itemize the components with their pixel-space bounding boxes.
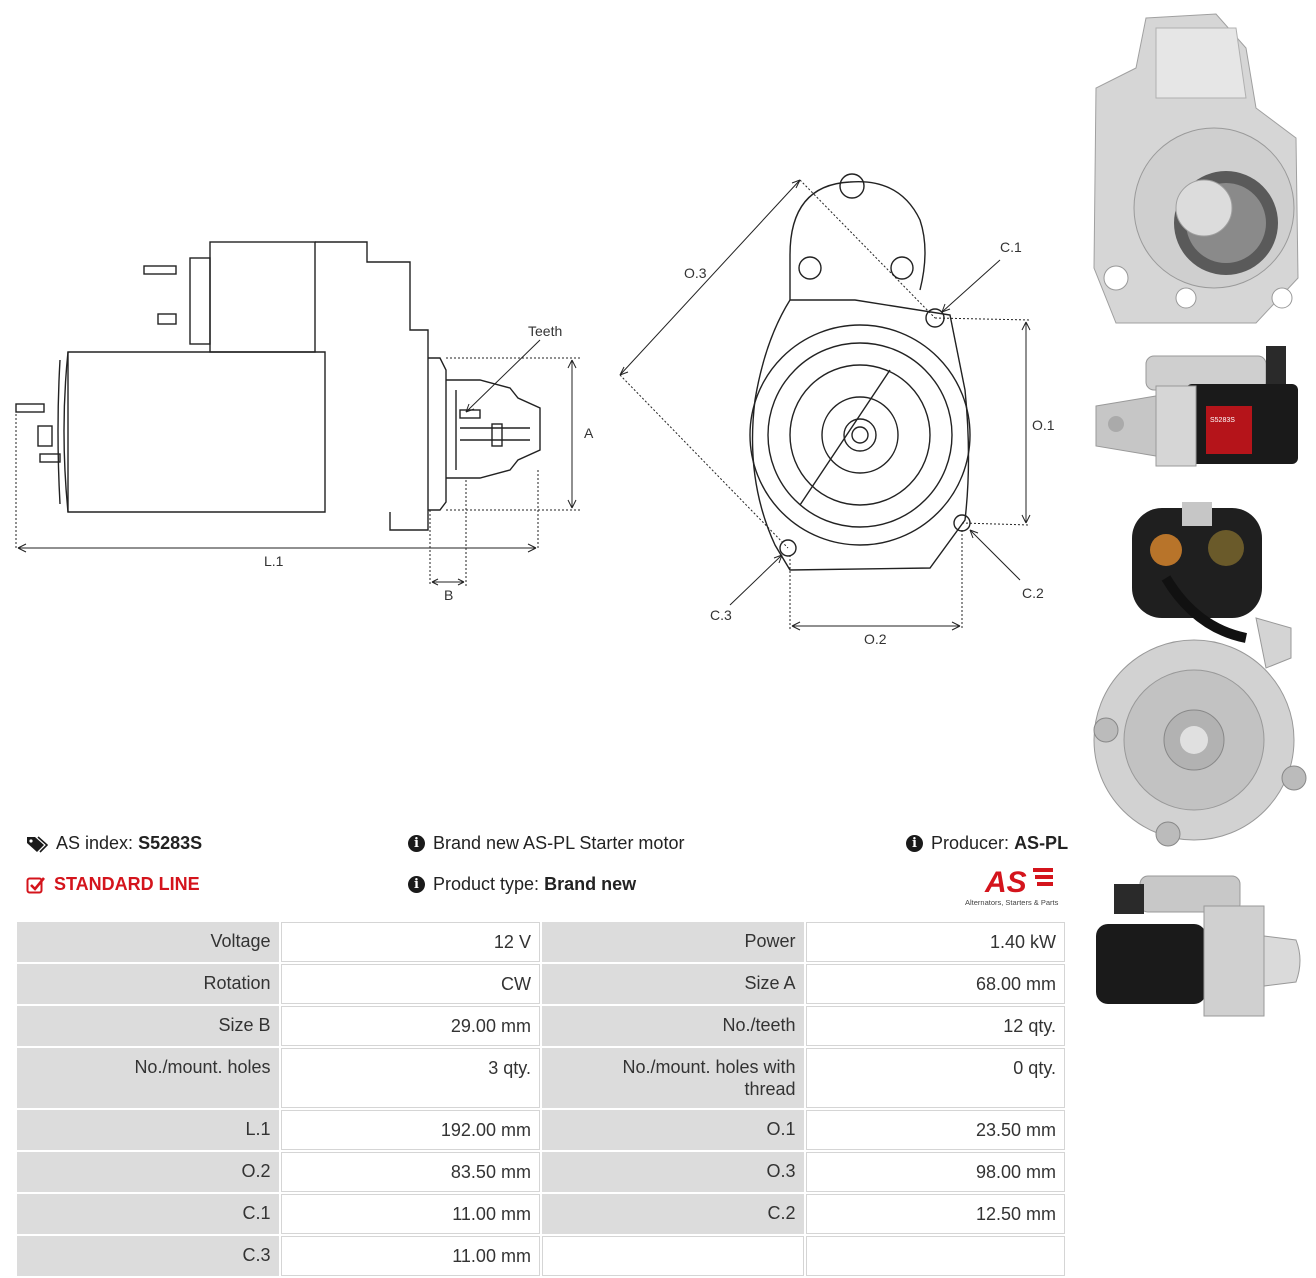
spec-value: 12 V <box>280 922 540 962</box>
table-row: C.1 11.00 mm C.2 12.50 mm <box>17 1194 1065 1234</box>
as-pl-logo: AS Alternators, Starters & Parts <box>965 866 1059 907</box>
spec-value: 12 qty. <box>805 1006 1065 1046</box>
spec-label: C.1 <box>17 1194 279 1234</box>
label-o2: O.2 <box>864 631 887 647</box>
front-view-drawing: O.3 C.1 O.1 C.2 C.3 O.2 <box>619 173 1055 647</box>
spec-label: No./mount. holes <box>17 1048 279 1108</box>
spec-value: 1.40 kW <box>805 922 1065 962</box>
spec-value: 12.50 mm <box>805 1194 1065 1234</box>
spec-label: Rotation <box>17 964 279 1004</box>
table-row: L.1 192.00 mm O.1 23.50 mm <box>17 1110 1065 1150</box>
table-row: O.2 83.50 mm O.3 98.00 mm <box>17 1152 1065 1192</box>
producer-label: Producer: <box>931 833 1010 853</box>
product-type-value: Brand new <box>544 874 637 894</box>
spec-value: 83.50 mm <box>280 1152 540 1192</box>
as-index-value: S5283S <box>138 833 203 853</box>
spec-label: No./mount. holes with thread <box>541 1048 804 1108</box>
spec-value-empty <box>805 1236 1065 1276</box>
label-o1: O.1 <box>1032 417 1055 433</box>
check-square-icon <box>26 876 46 893</box>
as-index-label: AS index: <box>56 833 134 853</box>
product-type-label: Product type: <box>433 874 540 894</box>
spec-value: 11.00 mm <box>280 1194 540 1234</box>
table-row: Voltage 12 V Power 1.40 kW <box>17 922 1065 962</box>
info-icon: i <box>408 876 425 893</box>
table-row: C.3 11.00 mm <box>17 1236 1065 1276</box>
product-type: i Product type: Brand new <box>408 874 636 895</box>
spec-value: CW <box>280 964 540 1004</box>
spec-label: O.2 <box>17 1152 279 1192</box>
svg-text:S5283S: S5283S <box>1210 417 1235 424</box>
spec-label: C.2 <box>541 1194 804 1234</box>
spec-value: 11.00 mm <box>280 1236 540 1276</box>
spec-label: L.1 <box>17 1110 279 1150</box>
product-photo-front-angle[interactable] <box>1086 8 1310 324</box>
description: i Brand new AS-PL Starter motor <box>408 833 684 854</box>
spec-label: Voltage <box>17 922 279 962</box>
product-photo-rear[interactable] <box>1086 498 1310 858</box>
standard-line: STANDARD LINE <box>26 874 200 895</box>
label-a: A <box>584 425 594 441</box>
spec-label: O.1 <box>541 1110 804 1150</box>
producer: i Producer: AS-PL <box>906 833 1068 854</box>
tags-icon <box>27 835 48 853</box>
label-teeth: Teeth <box>528 323 562 339</box>
spec-value: 192.00 mm <box>280 1110 540 1150</box>
label-b: B <box>444 587 453 603</box>
spec-value: 3 qty. <box>280 1048 540 1108</box>
label-c1: C.1 <box>1000 239 1022 255</box>
label-l1: L.1 <box>264 553 284 569</box>
spec-value: 0 qty. <box>805 1048 1065 1108</box>
product-photo-side-2[interactable] <box>1086 866 1310 1026</box>
info-icon: i <box>408 835 425 852</box>
table-row: Rotation CW Size A 68.00 mm <box>17 964 1065 1004</box>
table-row: No./mount. holes 3 qty. No./mount. holes… <box>17 1048 1065 1108</box>
logo-tagline: Alternators, Starters & Parts <box>965 898 1059 907</box>
logo-mark: AS <box>984 866 1027 899</box>
label-o3: O.3 <box>684 265 707 281</box>
as-index: AS index: S5283S <box>26 833 202 854</box>
specifications-table: Voltage 12 V Power 1.40 kW Rotation CW S… <box>15 920 1067 1278</box>
spec-value: 68.00 mm <box>805 964 1065 1004</box>
side-view-drawing: Teeth A L.1 B <box>15 241 594 603</box>
spec-value: 29.00 mm <box>280 1006 540 1046</box>
spec-label: Power <box>541 922 804 962</box>
spec-value: 23.50 mm <box>805 1110 1065 1150</box>
label-c3: C.3 <box>710 607 732 623</box>
producer-value: AS-PL <box>1014 833 1069 853</box>
spec-label-empty <box>541 1236 804 1276</box>
description-text: Brand new AS-PL Starter motor <box>433 833 685 853</box>
spec-value: 98.00 mm <box>805 1152 1065 1192</box>
spec-label: No./teeth <box>541 1006 804 1046</box>
spec-label: Size B <box>17 1006 279 1046</box>
spec-label: C.3 <box>17 1236 279 1276</box>
table-row: Size B 29.00 mm No./teeth 12 qty. <box>17 1006 1065 1046</box>
info-icon: i <box>906 835 923 852</box>
product-photo-side[interactable]: S5283S <box>1086 326 1310 486</box>
spec-label: O.3 <box>541 1152 804 1192</box>
standard-line-text: STANDARD LINE <box>54 874 200 894</box>
spec-label: Size A <box>541 964 804 1004</box>
label-c2: C.2 <box>1022 585 1044 601</box>
